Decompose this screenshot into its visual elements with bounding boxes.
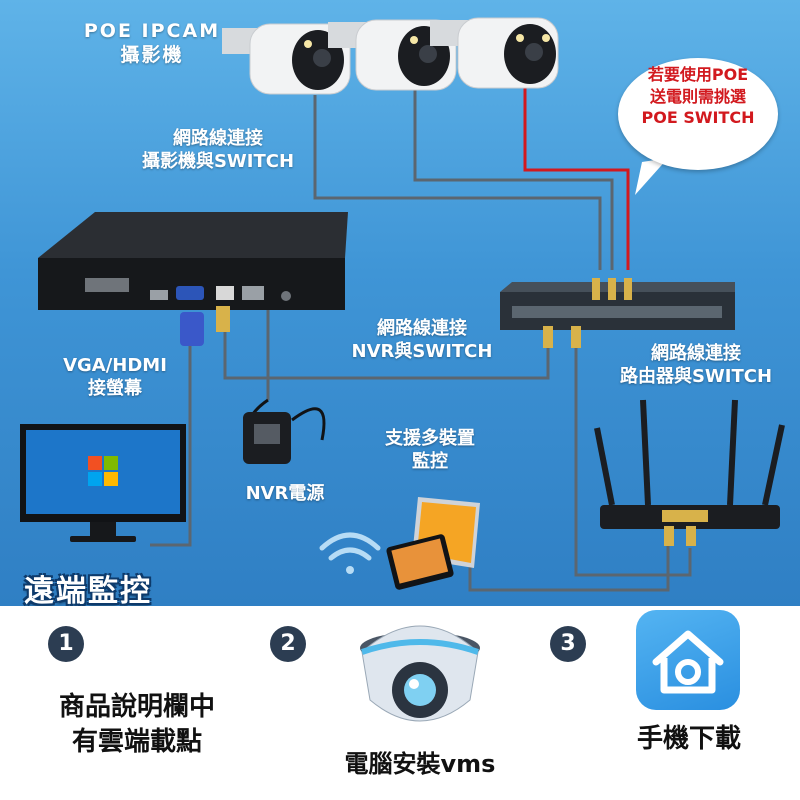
power-adapter bbox=[243, 398, 326, 464]
cable-nvr-switch-label: 網路線連接 NVR與SWITCH bbox=[351, 318, 493, 362]
nvr-power-label: NVR電源 bbox=[245, 483, 325, 504]
cable-router-switch-label: 網路線連接 路由器與SWITCH bbox=[619, 343, 773, 387]
poe-switch bbox=[500, 278, 735, 348]
home-camera-icon bbox=[652, 630, 724, 694]
callout-pointer bbox=[635, 158, 668, 195]
cable-nvr-switch bbox=[223, 305, 550, 380]
multi-device-label: 支援多裝置 監控 bbox=[385, 428, 475, 472]
cable-cam1-switch bbox=[313, 95, 602, 270]
step-1-badge: 1 bbox=[48, 626, 84, 662]
wifi-symbol bbox=[319, 532, 381, 574]
cable-vga-monitor bbox=[150, 330, 192, 547]
nvr-recorder bbox=[38, 212, 348, 346]
devices-laptop-tablet bbox=[386, 497, 480, 590]
cable-switch-router bbox=[574, 330, 692, 577]
step-3-badge: 3 bbox=[550, 626, 586, 662]
callout-text: 若要使用POE 送電則需挑選 POE SWITCH bbox=[641, 65, 755, 128]
poe-cameras bbox=[222, 17, 559, 95]
monitor bbox=[20, 424, 186, 542]
cable-cam2-switch bbox=[413, 90, 614, 270]
vga-hdmi-label: VGA/HDMI 接螢幕 bbox=[63, 355, 167, 399]
diagram-artwork bbox=[20, 17, 785, 592]
remote-monitoring-title: 遠端監控 bbox=[24, 574, 152, 606]
network-diagram: POE IPCAM 攝影機 網路線連接 攝影機與SWITCH 網路線連接 NVR… bbox=[0, 0, 800, 606]
wifi-router bbox=[594, 399, 785, 546]
callout-bubble bbox=[618, 58, 778, 170]
step-2-text: 電腦安裝vms bbox=[344, 750, 496, 778]
cables bbox=[150, 85, 692, 592]
step-3-text: 手機下載 bbox=[636, 724, 741, 754]
camera-label: POE IPCAM 攝影機 bbox=[83, 20, 221, 66]
mobile-app-icon bbox=[636, 610, 740, 710]
cable-camera-switch-label: 網路線連接 攝影機與SWITCH bbox=[141, 128, 295, 172]
step-2-badge: 2 bbox=[270, 626, 306, 662]
step-1-text: 商品說明欄中 有雲端載點 bbox=[58, 692, 215, 758]
cable-cam3-switch-poe bbox=[523, 85, 630, 270]
camera-3 bbox=[430, 17, 559, 89]
cable-router-tablet bbox=[468, 540, 670, 592]
